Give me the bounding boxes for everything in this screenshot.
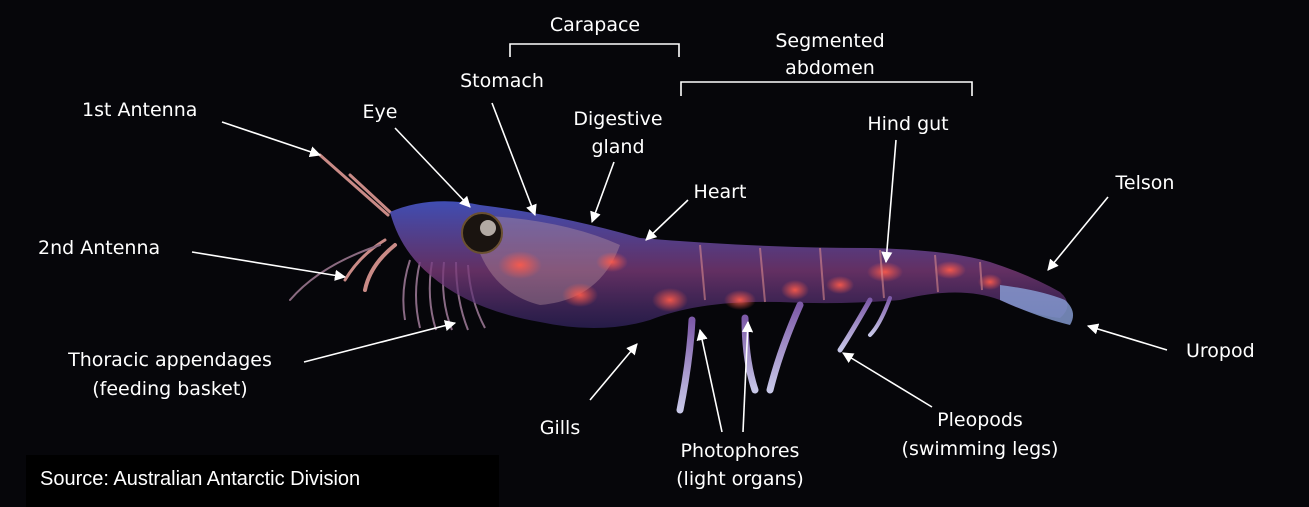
arrow-thoracic bbox=[304, 323, 455, 362]
label-pleopods-line2: (swimming legs) bbox=[880, 438, 1080, 461]
label-segmented-abdomen-line2: abdomen bbox=[750, 57, 910, 80]
label-uropod: Uropod bbox=[1186, 340, 1255, 363]
label-thoracic-line1: Thoracic appendages bbox=[40, 349, 300, 372]
arrow-first-antenna bbox=[222, 122, 320, 155]
arrow-eye bbox=[395, 128, 470, 207]
label-digestive-gland-line1: Digestive bbox=[558, 108, 678, 131]
abdomen-bracket bbox=[681, 82, 972, 96]
label-second-antenna: 2nd Antenna bbox=[38, 237, 160, 260]
label-photophores-line1: Photophores bbox=[650, 440, 830, 463]
arrow-stomach bbox=[492, 103, 535, 215]
arrow-hind-gut bbox=[886, 140, 896, 262]
source-caption: Source: Australian Antarctic Division bbox=[40, 467, 360, 491]
arrow-digestive-gland bbox=[592, 162, 614, 222]
label-pleopods-line1: Pleopods bbox=[890, 409, 1070, 432]
label-first-antenna: 1st Antenna bbox=[82, 99, 197, 122]
arrow-photophore-1 bbox=[700, 330, 722, 432]
label-gills: Gills bbox=[520, 417, 600, 440]
arrow-second-antenna bbox=[192, 252, 345, 277]
label-eye: Eye bbox=[350, 101, 410, 124]
arrow-telson bbox=[1048, 197, 1108, 270]
label-telson: Telson bbox=[1100, 172, 1190, 195]
label-stomach: Stomach bbox=[442, 70, 562, 93]
label-segmented-abdomen-line1: Segmented bbox=[750, 30, 910, 53]
arrow-gills bbox=[590, 344, 637, 400]
label-hind-gut: Hind gut bbox=[848, 113, 968, 136]
carapace-bracket bbox=[510, 44, 679, 57]
label-thoracic-line2: (feeding basket) bbox=[40, 378, 300, 401]
label-digestive-gland-line2: gland bbox=[558, 136, 678, 159]
label-photophores-line2: (light organs) bbox=[650, 468, 830, 491]
arrow-pleopods bbox=[843, 353, 932, 407]
arrow-photophore-2 bbox=[743, 322, 748, 432]
arrow-uropod bbox=[1088, 326, 1167, 350]
arrow-heart bbox=[646, 200, 688, 240]
label-heart: Heart bbox=[680, 181, 760, 204]
label-carapace: Carapace bbox=[535, 14, 655, 37]
